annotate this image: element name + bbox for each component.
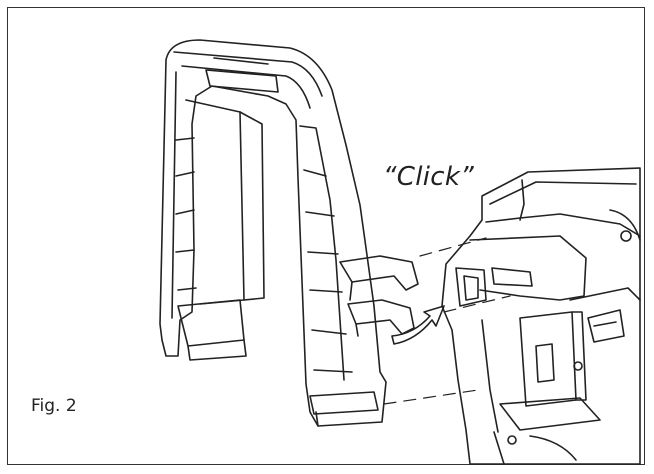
- housing-top-edge: [489, 181, 637, 205]
- bracket-top-edge: [173, 51, 323, 97]
- left-leg-rib-2: [175, 171, 195, 177]
- housing-base-curve: [529, 435, 577, 461]
- housing-side-slot: [587, 309, 625, 343]
- left-leg-rib-4: [175, 249, 195, 253]
- motion-arrow: [391, 305, 445, 345]
- alignment-line-lower: [383, 389, 479, 405]
- housing-right-curve: [609, 209, 641, 241]
- housing-screw-top: [620, 230, 632, 242]
- right-foot: [309, 391, 379, 415]
- left-leg-edge: [171, 71, 177, 319]
- right-leg-rib-3: [307, 251, 339, 255]
- right-leg-rib-2: [305, 211, 335, 217]
- bracket-top-slot: [205, 69, 279, 93]
- housing-side-slot-rib: [593, 321, 617, 327]
- right-leg-inner-edge: [299, 125, 345, 381]
- left-leg-side: [239, 111, 265, 301]
- housing-screw-bottom: [507, 435, 517, 445]
- housing-front-edge: [481, 319, 499, 433]
- housing-top-notch: [519, 179, 525, 221]
- right-leg-rib-4: [309, 289, 343, 293]
- upper-clip: [339, 255, 419, 291]
- bracket-top-rib: [213, 57, 269, 65]
- housing-window: [491, 267, 533, 287]
- housing-front-panel: [519, 311, 577, 407]
- housing-front-slot: [535, 343, 555, 383]
- housing-outline: [441, 167, 641, 465]
- figure-caption: Fig. 2: [31, 396, 77, 416]
- figure-frame: [7, 7, 645, 465]
- left-foot: [177, 299, 245, 347]
- click-annotation: “Click”: [383, 162, 474, 192]
- housing-base-edge: [493, 431, 505, 465]
- right-leg-rib-5: [311, 329, 347, 335]
- bracket-top-inner-edge: [181, 65, 311, 109]
- housing-cavity: [469, 235, 587, 301]
- lower-clip-neck: [355, 323, 359, 337]
- housing-screw-mid: [573, 361, 583, 371]
- housing-shoulder: [485, 213, 641, 237]
- left-leg-rib-1: [175, 137, 195, 141]
- bracket-part: [159, 39, 419, 427]
- alignment-lines: [383, 237, 511, 405]
- alignment-line-middle: [443, 295, 511, 313]
- left-leg-rib-3: [175, 209, 195, 215]
- housing-latch-slot: [455, 267, 487, 307]
- alignment-line-upper: [419, 237, 487, 257]
- housing-latch-slot-inner: [463, 275, 479, 301]
- left-foot-base: [187, 339, 247, 361]
- left-leg-rib-5: [177, 287, 197, 291]
- upper-clip-neck: [349, 281, 353, 301]
- right-leg-rib-6: [313, 369, 353, 373]
- bracket-outline: [159, 39, 387, 427]
- housing-ledge: [569, 287, 641, 301]
- housing-base-step: [499, 397, 601, 431]
- right-leg-rib-1: [303, 169, 327, 177]
- lower-clip: [347, 299, 415, 335]
- right-foot-edge: [315, 411, 319, 427]
- device-housing: [441, 167, 641, 465]
- left-leg-panel: [185, 99, 245, 305]
